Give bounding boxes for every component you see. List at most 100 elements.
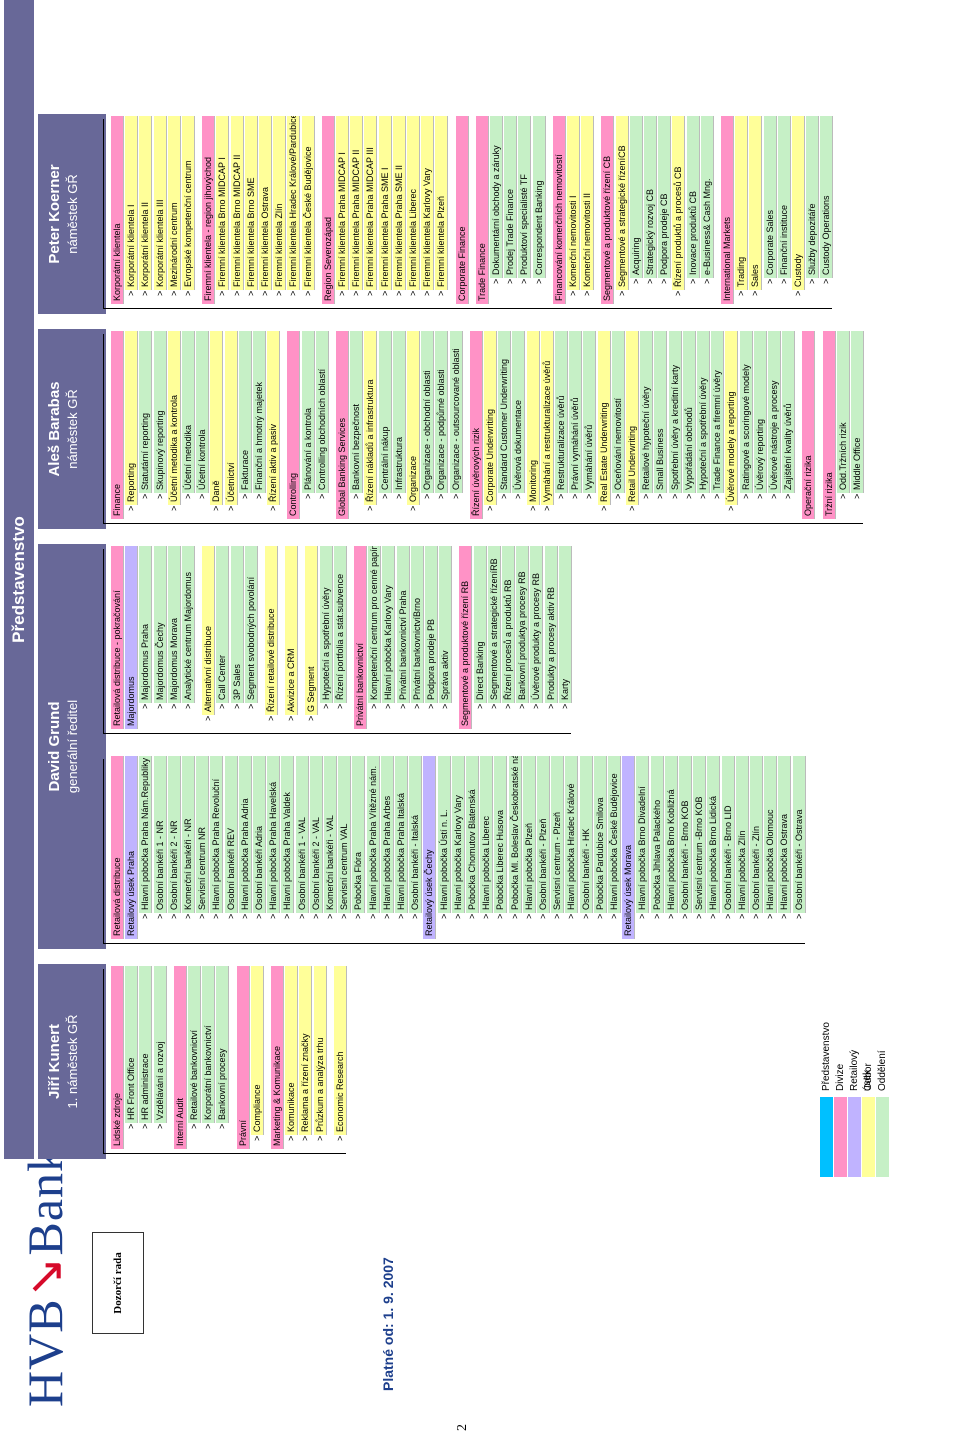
connector-arrow: > [584,493,595,499]
department-box: Řízení aktiv a pasiv [267,331,281,505]
connector-arrow: > [268,913,279,919]
column-top-line [103,334,104,524]
department-box: Organizace [407,331,420,505]
department-box: Korporátní klientela I [125,116,139,290]
division-box: Operační rizika [802,331,816,519]
connector-arrow: > [411,703,422,709]
unit-box: Hypoteční a spotřební úvěry [319,546,333,703]
connector-arrow: > [807,278,818,284]
unit-box: Účetní metodika [182,331,195,493]
unit-box: Retailové bankovnictví [188,966,201,1123]
connector-arrow: > [683,493,694,499]
connector-arrow: > [452,913,463,919]
unit-box: Strategický rozvoj CB [644,116,657,278]
unit-box: Účetní kontrola [196,331,210,493]
connector-arrow: > [726,505,737,511]
connector-arrow: > [598,505,609,511]
connector-arrow: > [778,278,789,284]
connector-arrow: > [566,913,577,919]
unit-box: Hlavní pobočka Praha Italská [395,756,408,913]
unit-box: Hlavní pobočka Olomouc [764,756,778,913]
unit-box: Vymáhání úvěrů [583,331,597,493]
column-top-line [103,969,104,1154]
legend-swatch [820,1097,833,1177]
connector-arrow: > [154,290,165,296]
connector-arrow: > [383,703,394,709]
unit-box: Hlavní pobočka Karlovy Vary [451,756,465,913]
unit-box: Standard Customer Underwriting [498,331,512,493]
connector-arrow: > [140,493,151,499]
connector-arrow: > [351,493,362,499]
connector-arrow: > [379,290,390,296]
department-box: Firemní klientela Hradec Králové/Pardubi… [287,116,301,290]
connector-arrow: > [217,290,228,296]
connector-arrow: > [231,703,242,709]
connector-arrow: > [821,278,832,284]
connector-arrow: > [665,913,676,919]
connector-arrow: > [474,703,485,709]
unit-box: Hlavní pobočka Ústí n. L. [437,756,451,913]
department-box: Economic Research [333,966,347,1135]
hvb-bank-logo: HVB↘Bank [17,1145,73,1407]
unit-box: Podpora prodeje PB [425,546,438,703]
division-box: Segmentové a produktové řízení RB [459,546,473,729]
connector-arrow: > [274,290,285,296]
department-box: Firemní klientela Ostrava [259,116,272,290]
connector-arrow: > [393,493,404,499]
column-connector-line [103,1153,346,1154]
unit-box: Oceňování nemovitostí [611,331,625,493]
department-box: Monitoring [526,331,540,505]
connector-arrow: > [485,505,495,511]
connector-arrow: > [168,290,179,296]
unit-box: Organizace - podpůrné oblasti [435,331,449,493]
connector-arrow: > [302,290,313,296]
unit-box: Privátní bankovnictvíBrno [410,546,424,703]
connector-arrow: > [408,505,418,511]
division-box: Právní [236,966,250,1149]
connector-arrow: > [320,703,331,709]
connector-arrow: > [314,1135,325,1141]
department-box: Segmentové a strategické řízeníCB [615,116,629,290]
connector-arrow: > [582,290,593,296]
unit-box: 3P Sales [230,546,244,703]
unit-box: Plánování a kontrola [301,331,315,493]
column-top-line [103,759,104,944]
department-box: Řízení produktů a procesů CB [672,116,686,290]
division-box: Controlling [287,331,301,519]
connector-arrow: > [531,703,542,709]
division-box: Marketing & Komunikace [271,966,284,1149]
connector-arrow: > [651,913,662,919]
unit-box: Zajištění kvality úvěrů [782,331,796,493]
connector-arrow: > [203,715,214,721]
connector-arrow: > [288,290,299,296]
valid-from-date: Platné od: 1. 9. 2007 [380,1257,396,1391]
connector-arrow: > [556,493,566,499]
unit-box: Direct Banking [473,546,487,703]
unit-box: Pobočka Liberec Husova [494,756,508,913]
connector-arrow: > [517,703,528,709]
legend-label: Odbor [863,1063,874,1091]
unit-box: Majordomus Praha [139,546,153,703]
unit-box: Hlavní pobočka Praha Nám.Republiky [139,756,153,913]
connector-arrow: > [637,913,648,919]
connector-arrow: > [680,913,690,919]
connector-arrow: > [254,913,264,919]
unit-box: Hlavní pobočka České Budějovice [608,756,621,913]
connector-arrow: > [655,493,666,499]
connector-arrow: > [499,493,510,499]
unit-box: Hlavní pobočka Praha Valdek [281,756,295,913]
unit-box: Úvěrový reporting [753,331,767,493]
connector-arrow: > [396,913,406,919]
unit-box: Osobní bankéři - Ostrava [792,756,806,913]
division-box: Řízení úvěrových rizik [469,331,483,519]
connector-arrow: > [365,505,376,511]
connector-arrow: > [736,913,747,919]
connector-arrow: > [268,505,279,511]
connector-arrow: > [527,505,538,511]
unit-box: Osobní bankéři - Brno LID [721,756,735,913]
unit-box: Infrastruktura [392,331,406,493]
